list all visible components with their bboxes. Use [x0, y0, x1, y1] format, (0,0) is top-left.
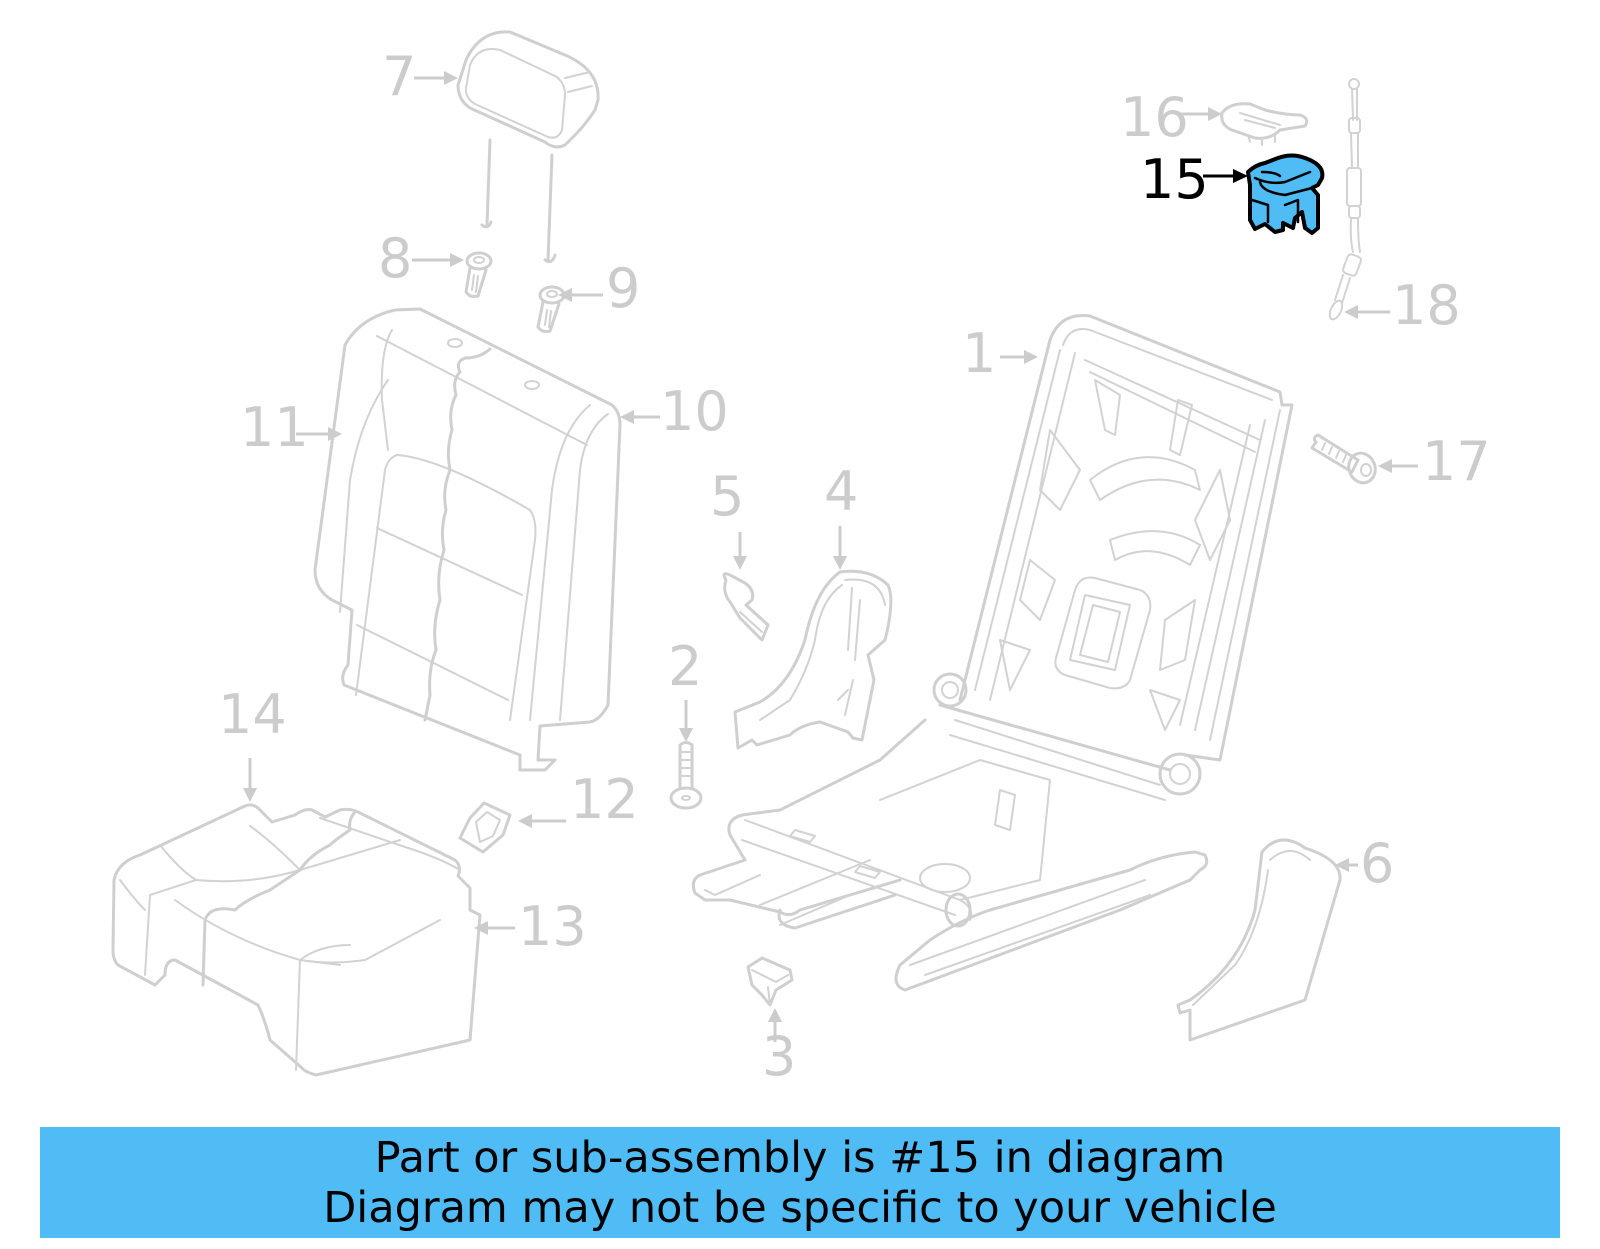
- callout-6-label: 6: [1360, 832, 1394, 895]
- seat-parts-diagram: 7 8 9 10: [111, 30, 1491, 1088]
- callout-15[interactable]: 15: [1140, 148, 1248, 211]
- callout-4[interactable]: 4: [824, 460, 858, 570]
- part-2-screw[interactable]: [669, 741, 703, 810]
- part-18-release-cable[interactable]: [1327, 78, 1362, 321]
- callout-17[interactable]: 17: [1378, 430, 1491, 493]
- part-10-11-seat-back[interactable]: [313, 307, 622, 772]
- banner-disclaimer: Diagram may not be specific to your vehi…: [323, 1182, 1277, 1233]
- part-4-inner-cover[interactable]: [733, 569, 893, 750]
- part-1-seat-frame[interactable]: [691, 314, 1294, 992]
- callout-9-label: 9: [606, 257, 640, 320]
- callout-11-label: 11: [240, 396, 309, 459]
- callout-1[interactable]: 1: [962, 322, 1038, 385]
- callout-16[interactable]: 16: [1120, 86, 1222, 149]
- callout-10[interactable]: 10: [620, 380, 729, 443]
- part-17-bolt[interactable]: [1310, 433, 1379, 487]
- banner-part-reference: Part or sub-assembly is #15 in diagram: [374, 1132, 1226, 1183]
- callout-17-label: 17: [1422, 430, 1491, 493]
- part-6-outer-trim[interactable]: [1176, 838, 1342, 1042]
- part-15-release-handle[interactable]: [1246, 153, 1325, 235]
- callout-7[interactable]: 7: [382, 45, 458, 108]
- part-9-headrest-guide[interactable]: [536, 285, 566, 333]
- callout-1-label: 1: [962, 322, 996, 385]
- part-16-handle-bezel[interactable]: [1220, 102, 1309, 146]
- callout-18-label: 18: [1392, 274, 1461, 337]
- callout-3[interactable]: 3: [762, 1008, 796, 1088]
- callout-5-label: 5: [710, 465, 744, 528]
- callout-18[interactable]: 18: [1344, 274, 1461, 337]
- part-12-bracket-clip[interactable]: [458, 801, 512, 854]
- part-3-clip[interactable]: [746, 956, 794, 1007]
- callout-12-label: 12: [570, 768, 639, 831]
- callout-8[interactable]: 8: [378, 227, 464, 290]
- callout-15-label: 15: [1140, 148, 1209, 211]
- callout-4-label: 4: [824, 460, 858, 523]
- part-8-headrest-guide[interactable]: [464, 251, 493, 298]
- callout-16-label: 16: [1120, 86, 1189, 149]
- callout-13[interactable]: 13: [474, 895, 587, 958]
- callout-7-label: 7: [382, 45, 416, 108]
- part-13-14-seat-cushion[interactable]: [111, 803, 482, 1077]
- callout-10-label: 10: [660, 380, 729, 443]
- callout-14-label: 14: [218, 683, 287, 746]
- callout-12[interactable]: 12: [518, 768, 639, 831]
- callout-2[interactable]: 2: [668, 635, 702, 742]
- callout-14[interactable]: 14: [218, 683, 287, 802]
- part-5-cover-clip[interactable]: [722, 572, 770, 642]
- callout-6[interactable]: 6: [1335, 832, 1394, 895]
- callout-11[interactable]: 11: [240, 396, 342, 459]
- callout-9[interactable]: 9: [558, 257, 640, 320]
- callout-5[interactable]: 5: [710, 465, 747, 570]
- callout-3-label: 3: [762, 1025, 796, 1088]
- part-notice-banner: Part or sub-assembly is #15 in diagram D…: [40, 1127, 1560, 1238]
- callout-13-label: 13: [518, 895, 587, 958]
- callout-2-label: 2: [668, 635, 702, 698]
- callout-8-label: 8: [378, 227, 412, 290]
- part-7-headrest[interactable]: [456, 30, 600, 264]
